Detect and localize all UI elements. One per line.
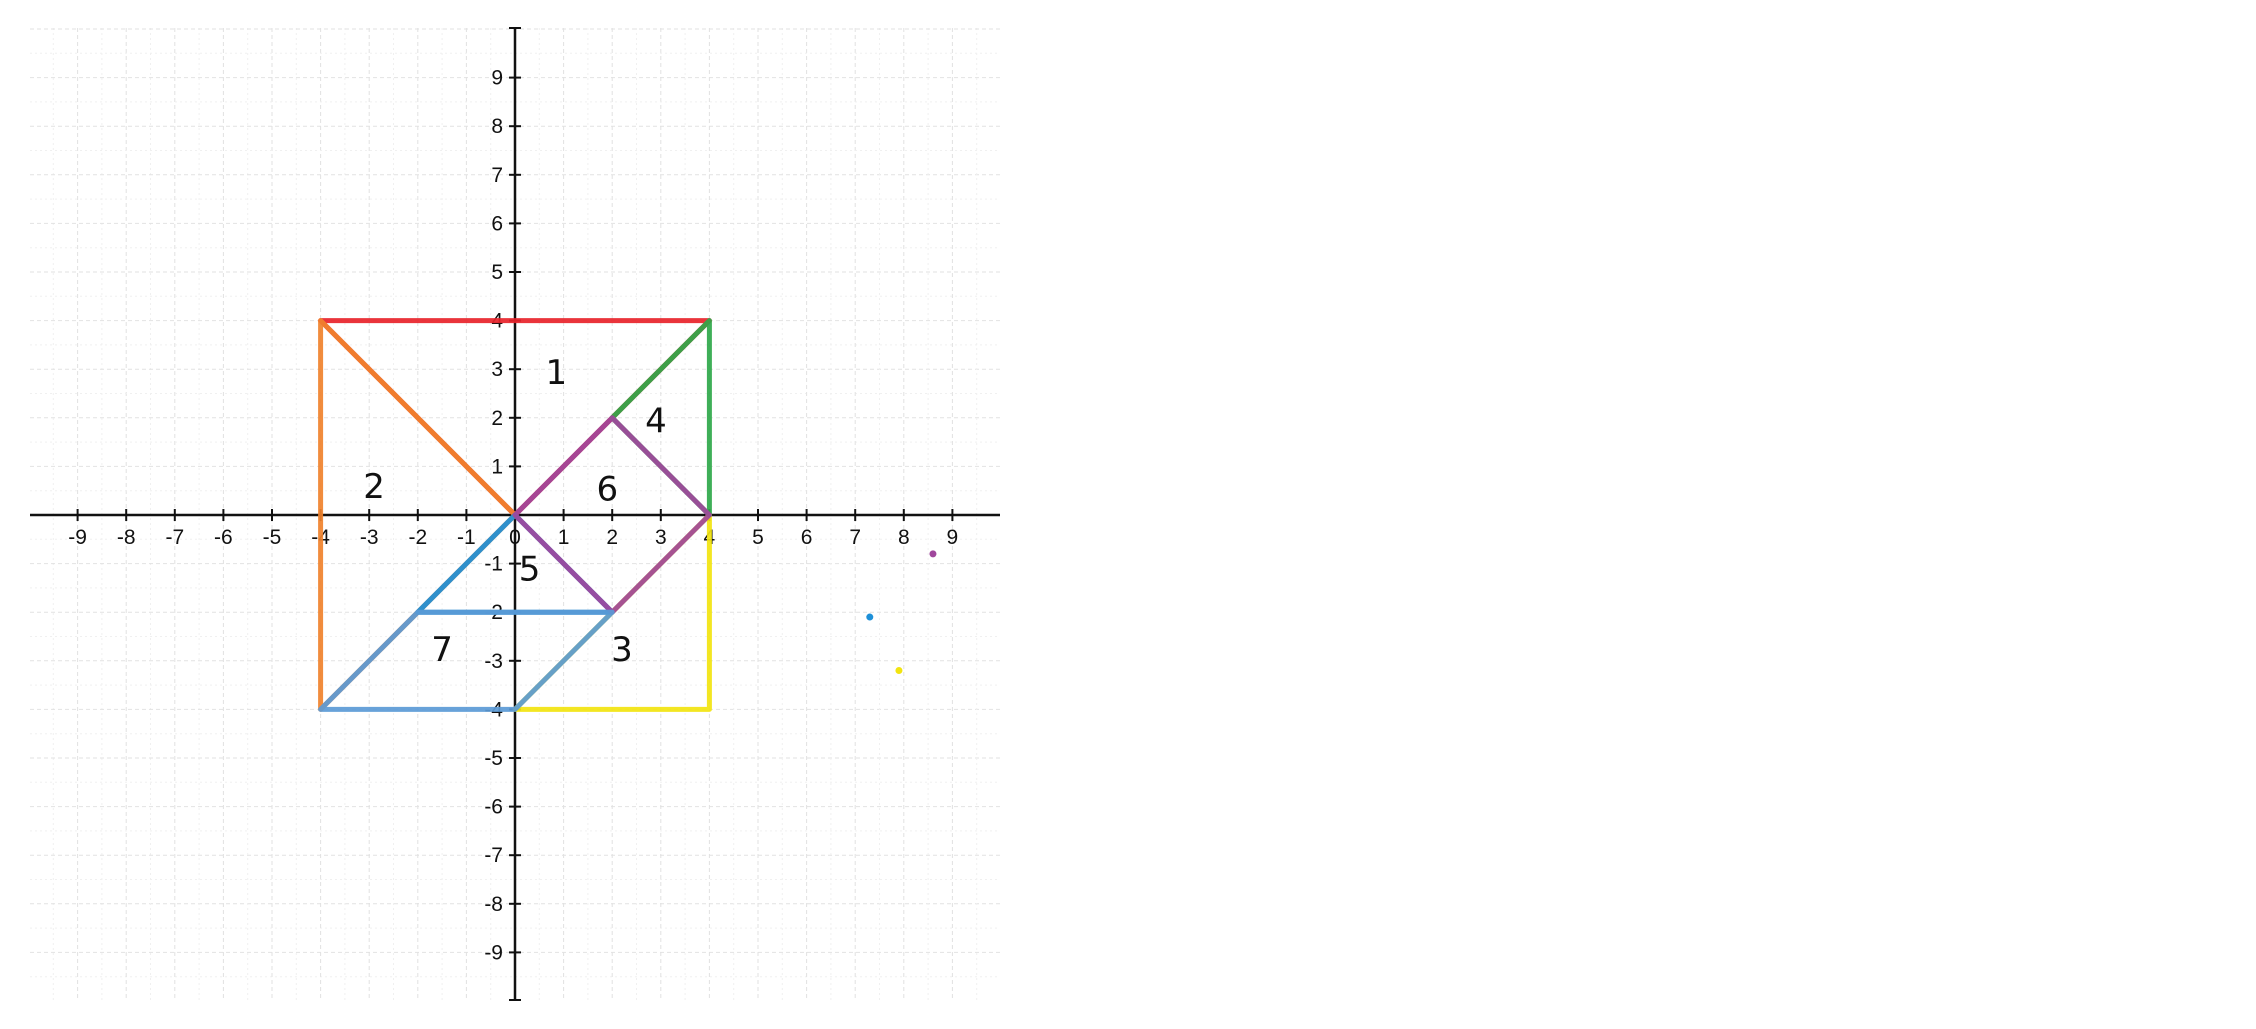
piece-number-label: 2 xyxy=(363,467,385,507)
y-tick-label: -9 xyxy=(484,941,503,964)
x-tick-label: -2 xyxy=(408,526,427,549)
y-tick-label: 7 xyxy=(491,164,503,187)
x-tick-label: -9 xyxy=(68,526,87,549)
x-tick-label: -7 xyxy=(165,526,184,549)
y-tick-label: -8 xyxy=(484,893,503,916)
tangram-piece-7 xyxy=(318,609,615,712)
x-tick-label: -8 xyxy=(117,526,136,549)
point-layer xyxy=(866,550,937,675)
x-tick-label: 0 xyxy=(509,526,521,549)
stray-point xyxy=(929,550,937,558)
label-layer: 1 2 3 4 5 6 7 xyxy=(363,353,667,670)
y-tick-label: -5 xyxy=(484,747,503,770)
stray-point xyxy=(866,613,874,621)
piece-number-label: 7 xyxy=(431,630,453,670)
shape-layer xyxy=(318,318,712,712)
x-tick-label: 1 xyxy=(558,526,570,549)
piece-number-label: 3 xyxy=(611,630,633,670)
piece-number-label: 6 xyxy=(597,469,619,509)
x-tick-label: -5 xyxy=(263,526,282,549)
y-tick-label: 3 xyxy=(491,358,503,381)
x-tick-label: 9 xyxy=(947,526,959,549)
x-tick-label: 5 xyxy=(752,526,764,549)
y-tick-label: -1 xyxy=(484,553,503,576)
piece-number-label: 5 xyxy=(519,550,541,590)
tangram-piece-6 xyxy=(512,415,712,615)
x-tick-label: 2 xyxy=(606,526,618,549)
y-tick-label: -3 xyxy=(484,650,503,673)
x-tick-label: 6 xyxy=(801,526,813,549)
x-tick-label: -1 xyxy=(457,526,476,549)
y-tick-label: 9 xyxy=(491,67,503,90)
x-tick-label: 8 xyxy=(898,526,910,549)
x-tick-label: -3 xyxy=(360,526,379,549)
y-tick-label: 2 xyxy=(491,407,503,430)
y-tick-label: -7 xyxy=(484,844,503,867)
y-tick-label: 5 xyxy=(491,261,503,284)
stray-point xyxy=(895,667,903,675)
y-tick-label: 6 xyxy=(491,212,503,235)
x-tick-label: -6 xyxy=(214,526,233,549)
y-tick-label: -6 xyxy=(484,796,503,819)
y-tick-label: 8 xyxy=(491,115,503,138)
y-tick-label: 1 xyxy=(491,455,503,478)
piece-number-label: 4 xyxy=(645,401,667,441)
x-tick-label: 7 xyxy=(849,526,861,549)
x-tick-label: 3 xyxy=(655,526,667,549)
piece-number-label: 1 xyxy=(545,353,567,393)
